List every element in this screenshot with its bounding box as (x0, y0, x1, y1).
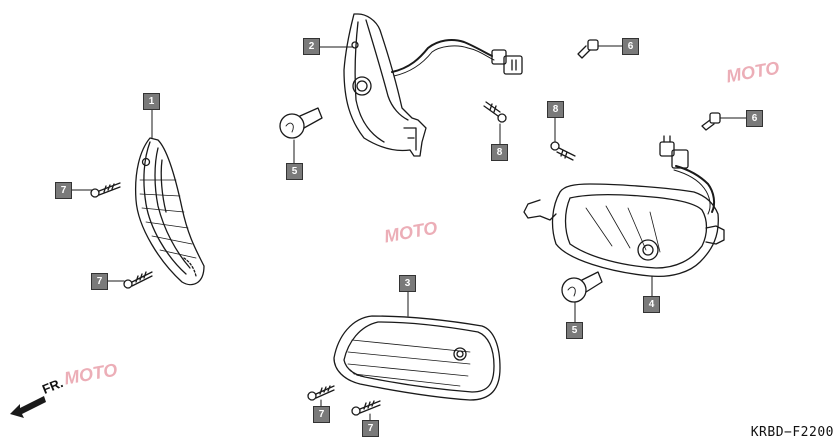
screw-8a (483, 101, 507, 123)
callout-part-5-upper: 5 (286, 163, 303, 180)
screw-7a (90, 182, 121, 198)
screw-8b (550, 141, 576, 161)
bulb-upper (279, 107, 323, 139)
callout-part-7-b: 7 (91, 273, 108, 290)
callout-part-7-c: 7 (313, 406, 330, 423)
screw-7b (123, 271, 153, 289)
screw-7c (307, 385, 335, 401)
headlight-unit (523, 135, 725, 278)
callout-part-7-a: 7 (55, 182, 72, 199)
front-direction-arrow (10, 396, 46, 418)
bolt-6a (577, 39, 599, 59)
screw-7d (351, 400, 381, 416)
callout-part-6-upper: 6 (622, 38, 639, 55)
rear-light-housing (343, 13, 523, 157)
callout-part-4: 4 (643, 296, 660, 313)
bolt-6b (701, 112, 721, 131)
callout-part-3: 3 (399, 275, 416, 292)
callout-part-6-lower: 6 (746, 110, 763, 127)
bulb-lower (561, 271, 603, 303)
side-marker-lens (134, 137, 205, 286)
diagram-code: KRBD−F2200 (750, 425, 834, 440)
front-light-lens (333, 315, 501, 401)
callout-part-1: 1 (143, 93, 160, 110)
callout-part-2: 2 (303, 38, 320, 55)
leader-lines (71, 45, 747, 421)
callout-part-7-d: 7 (362, 420, 379, 437)
callout-part-5-lower: 5 (566, 322, 583, 339)
callout-part-8-a: 8 (491, 144, 508, 161)
callout-part-8-b: 8 (547, 101, 564, 118)
